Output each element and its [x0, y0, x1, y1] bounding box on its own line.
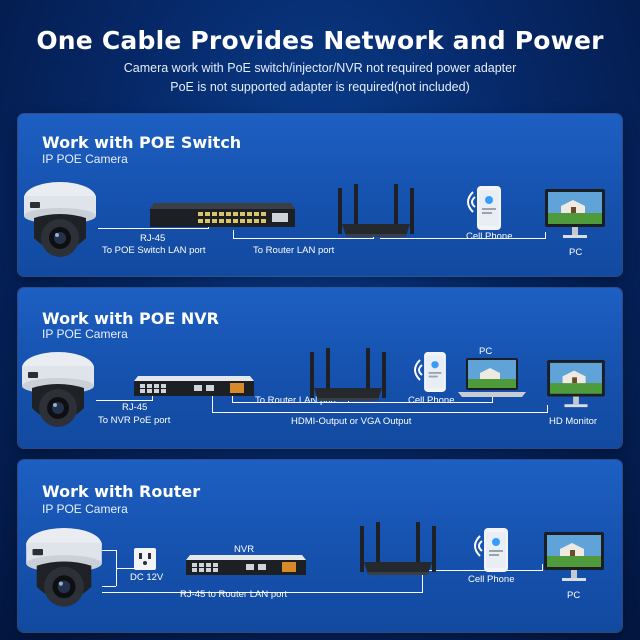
- switch-port-label: To POE Switch LAN port: [102, 245, 206, 256]
- cable-router-pc: [380, 238, 545, 239]
- power-outlet-icon: [134, 548, 156, 570]
- wifi-signal-icon: [414, 359, 423, 381]
- nvr-recorder-icon: [186, 555, 306, 575]
- laptop-icon: [458, 358, 526, 397]
- video-output-label: HDMI-Output or VGA Output: [291, 416, 412, 427]
- nvr-port-label: To NVR PoE port: [98, 415, 171, 426]
- pc-monitor-icon: [545, 189, 605, 238]
- monitor-label: HD Monitor: [549, 416, 598, 427]
- panel-poe-switch: Work with POE Switch IP POE Camera RJ-45…: [18, 114, 622, 276]
- panel-title: Work with POE NVR: [42, 309, 219, 328]
- cable-drop: [233, 230, 234, 238]
- router-port-label: To Router LAN port: [253, 245, 335, 256]
- cable-video-output: [212, 412, 547, 413]
- pc-label: PC: [567, 590, 581, 601]
- panel-title: Work with POE Switch: [42, 133, 242, 152]
- wifi-signal-icon: [474, 535, 483, 557]
- phone-label: Cell Phone: [408, 395, 455, 406]
- panel-router: Work with Router IP POE Camera DC 12V NV…: [18, 460, 622, 632]
- cable-nvr-router: [232, 402, 348, 403]
- panel-subtitle: IP POE Camera: [42, 327, 128, 341]
- cable-nvr-down: [212, 396, 213, 412]
- cable-drop: [547, 405, 548, 413]
- camera-icon: [26, 527, 102, 607]
- cable-drop: [152, 394, 153, 401]
- cable-drop: [232, 396, 233, 402]
- nvr-recorder-icon: [134, 376, 254, 396]
- panel-title: Work with Router: [42, 482, 201, 501]
- pc-monitor-icon: [544, 532, 604, 581]
- pc-label: PC: [479, 346, 493, 357]
- cable-drop: [422, 570, 423, 593]
- phone-label: Cell Phone: [466, 231, 513, 242]
- panel-poe-nvr: Work with POE NVR IP POE Camera RJ-45 To…: [18, 288, 622, 448]
- hd-monitor-icon: [547, 360, 605, 408]
- phone-label: Cell Phone: [468, 574, 515, 585]
- cable-drop: [542, 564, 543, 571]
- cable-power: [102, 586, 116, 587]
- cable-camera-switch: [98, 228, 208, 229]
- cable-power: [102, 550, 116, 551]
- rj45-label: RJ-45 to Router LAN port: [180, 589, 288, 600]
- cable-router-pc: [349, 402, 492, 403]
- cell-phone-icon: [424, 352, 446, 392]
- cable-power-outlet: [116, 568, 148, 569]
- pc-label: PC: [569, 247, 583, 258]
- poe-switch-icon: [150, 203, 295, 227]
- router-icon: [360, 522, 436, 575]
- cable-router-pc: [422, 570, 542, 571]
- cable-camera-nvr: [96, 400, 152, 401]
- router-icon: [310, 348, 386, 401]
- cable-camera-router: [102, 592, 422, 593]
- wifi-signal-icon: [467, 191, 476, 213]
- cell-phone-icon: [477, 186, 501, 230]
- nvr-label: NVR: [234, 544, 255, 555]
- panel-subtitle: IP POE Camera: [42, 502, 128, 516]
- rj45-label: RJ-45: [140, 233, 166, 244]
- cell-phone-icon: [484, 528, 508, 572]
- power-label: DC 12V: [130, 572, 164, 583]
- router-icon: [338, 184, 414, 237]
- cable-drop: [492, 394, 493, 403]
- cable-drop: [545, 232, 546, 239]
- camera-icon: [24, 182, 96, 257]
- rj45-label: RJ-45: [122, 402, 148, 413]
- router-port-label: To Router LAN port: [255, 395, 337, 406]
- subtitle-adapter-note: PoE is not supported adapter is required…: [170, 80, 470, 94]
- camera-icon: [22, 352, 94, 427]
- cable-switch-router: [233, 238, 373, 239]
- page-title: One Cable Provides Network and Power: [36, 26, 604, 55]
- subtitle-poe-note: Camera work with PoE switch/injector/NVR…: [123, 61, 517, 75]
- panel-subtitle: IP POE Camera: [42, 152, 128, 166]
